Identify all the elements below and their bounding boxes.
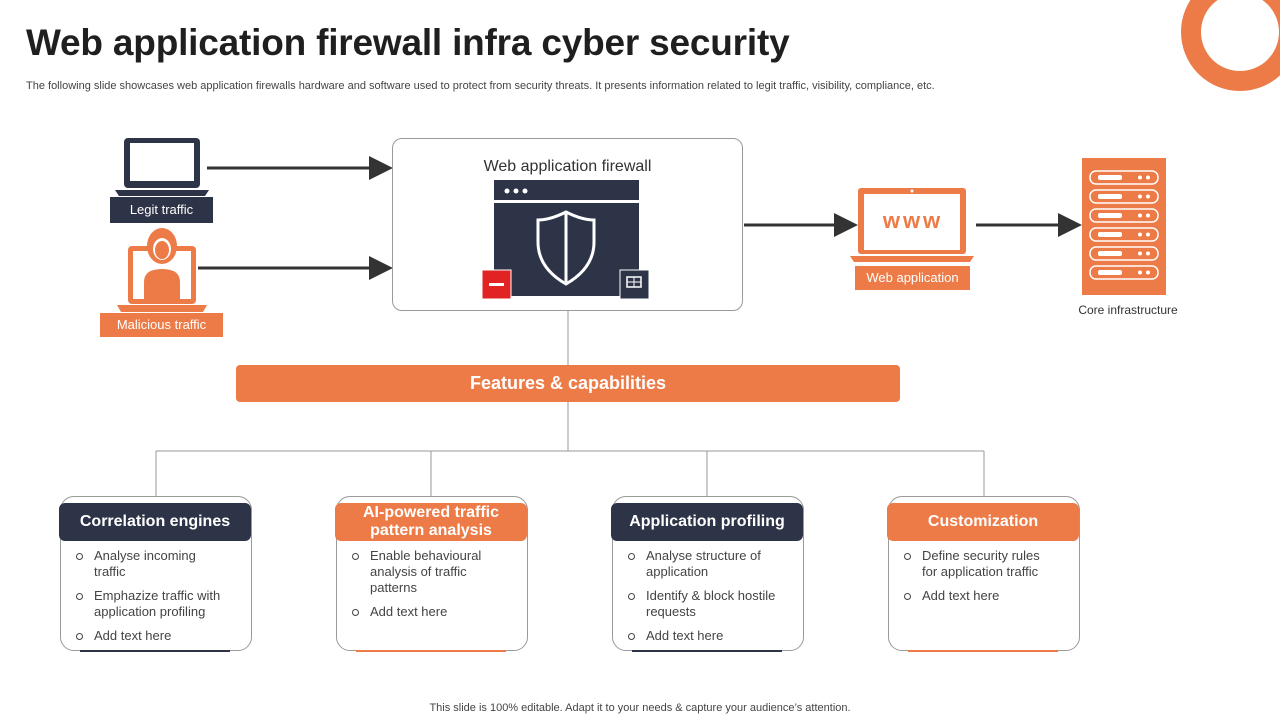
list-item: Emphazize traffic with application profi… [60,588,230,620]
www-monitor-icon [850,188,974,262]
list-item: Enable behavioural analysis of traffic p… [336,548,506,596]
card-underline [908,650,1058,652]
list-item: Add text here [336,604,506,620]
hacker-laptop-icon [117,228,207,312]
card-underline [356,650,506,652]
card-bullets: Analyse structure of application Identif… [612,548,782,652]
list-item: Add text here [60,628,230,644]
list-item: Analyse incoming traffic [60,548,230,580]
malicious-traffic-label: Malicious traffic [100,313,223,337]
card-title: Application profiling [611,503,803,541]
footer-note: This slide is 100% editable. Adapt it to… [429,702,851,714]
page-title: Web application firewall infra cyber sec… [26,22,790,63]
firewall-shield-icon [482,180,650,300]
list-item: Analyse structure of application [612,548,782,580]
www-text: www [882,208,944,233]
card-bullets: Define security rules for application tr… [888,548,1058,612]
laptop-icon [115,138,209,196]
card-bullets: Analyse incoming traffic Emphazize traff… [60,548,230,652]
server-rack-icon [1082,158,1166,295]
web-application-label: Web application [855,266,970,290]
list-item: Add text here [888,588,1058,604]
page-subtitle: The following slide showcases web applic… [26,80,935,92]
list-item: Identify & block hostile requests [612,588,782,620]
waf-title: Web application firewall [483,158,652,175]
list-item: Define security rules for application tr… [888,548,1058,580]
legit-traffic-label: Legit traffic [110,197,213,223]
card-underline [632,650,782,652]
card-title: Correlation engines [59,503,251,541]
core-infrastructure-label: Core infrastructure [1078,303,1178,317]
card-bullets: Enable behavioural analysis of traffic p… [336,548,506,628]
list-item: Add text here [612,628,782,644]
card-underline [80,650,230,652]
card-title: AI-powered traffic pattern analysis [335,503,527,541]
features-capabilities-bar: Features & capabilities [236,365,900,402]
card-title: Customization [887,503,1079,541]
